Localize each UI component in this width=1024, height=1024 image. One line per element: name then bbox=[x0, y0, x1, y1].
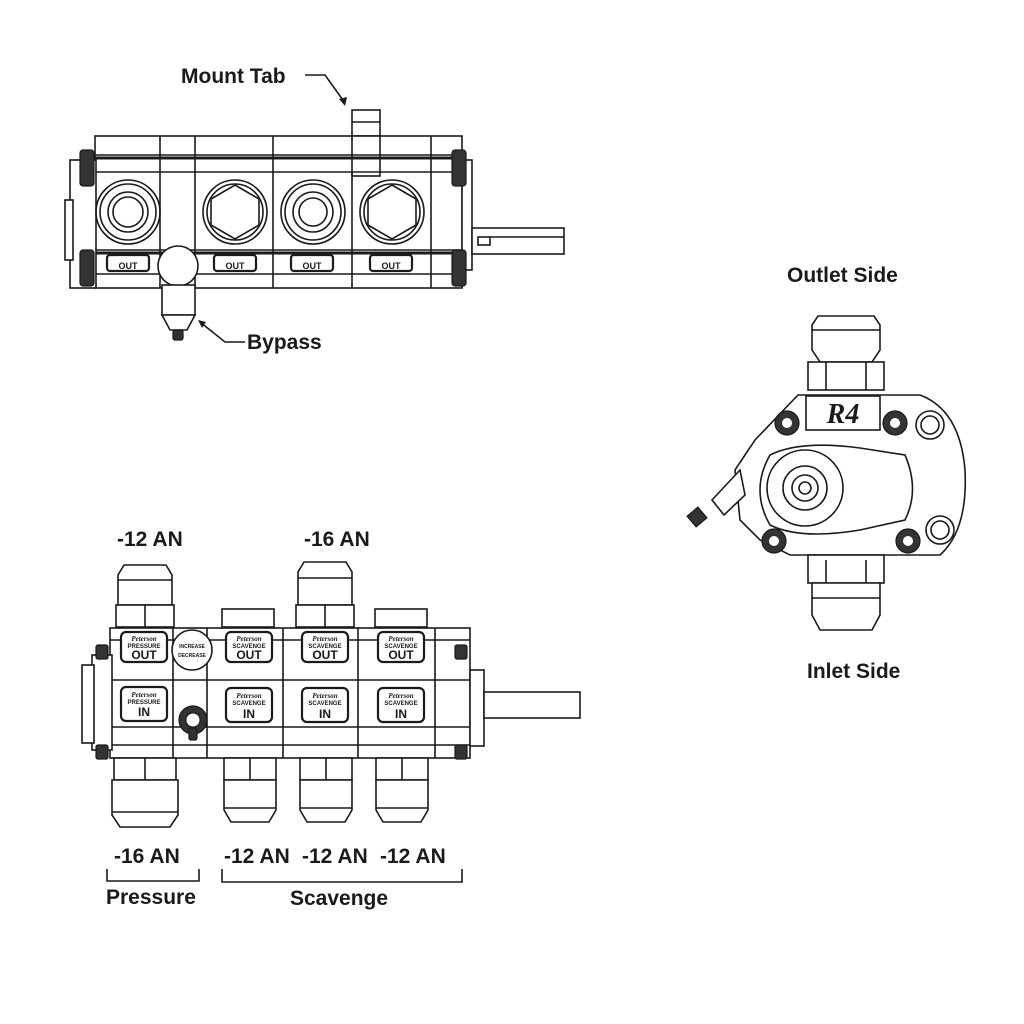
svg-text:SCAVENGE: SCAVENGE bbox=[384, 701, 417, 707]
bypass-increase-label: INCREASE bbox=[179, 644, 206, 650]
mount-tab-leader bbox=[305, 74, 346, 104]
bypass-dial[interactable] bbox=[171, 629, 213, 671]
svg-text:OUT: OUT bbox=[226, 261, 246, 271]
svg-text:Peterson: Peterson bbox=[312, 692, 337, 700]
inlet-fitting bbox=[807, 554, 885, 584]
svg-text:SCAVENGE: SCAVENGE bbox=[308, 701, 341, 707]
front-shaft bbox=[483, 691, 581, 719]
top-bypass-dial bbox=[157, 245, 199, 287]
fitting-pressure-in bbox=[111, 757, 179, 828]
in-tag-scavenge-1: Peterson SCAVENGE IN bbox=[224, 686, 274, 724]
svg-text:OUT: OUT bbox=[131, 648, 157, 662]
out-tag-scavenge-3: Peterson SCAVENGE OUT bbox=[376, 630, 426, 664]
size-label-pressure-in: -16 AN bbox=[114, 845, 180, 868]
in-tag-pressure: Peterson PRESSURE IN bbox=[119, 685, 169, 723]
svg-text:SCAVENGE: SCAVENGE bbox=[384, 644, 417, 650]
svg-text:PRESSURE: PRESSURE bbox=[127, 644, 160, 650]
svg-text:Peterson: Peterson bbox=[131, 691, 156, 699]
svg-text:OUT: OUT bbox=[236, 648, 262, 662]
svg-text:IN: IN bbox=[395, 707, 407, 721]
out-tag-scavenge-1: Peterson SCAVENGE OUT bbox=[224, 630, 274, 664]
front-view: -12 AN -16 AN bbox=[81, 528, 581, 910]
svg-text:Peterson: Peterson bbox=[388, 635, 413, 643]
top-bypass-body bbox=[161, 284, 196, 316]
svg-text:OUT: OUT bbox=[312, 648, 338, 662]
svg-text:Peterson: Peterson bbox=[388, 692, 413, 700]
fitting-scavenge-out-2 bbox=[295, 561, 355, 628]
top-port-2 bbox=[202, 179, 268, 245]
size-label-scavenge-out: -16 AN bbox=[304, 528, 370, 551]
fitting-scavenge-in-3 bbox=[375, 757, 429, 823]
svg-text:PRESSURE: PRESSURE bbox=[127, 700, 160, 706]
bypass-decrease-label: DECREASE bbox=[178, 653, 206, 659]
top-tag-2: OUT bbox=[212, 253, 258, 273]
size-label-scavenge-in-3: -12 AN bbox=[380, 845, 446, 868]
top-tag-1: OUT bbox=[105, 253, 151, 273]
svg-text:OUT: OUT bbox=[303, 261, 323, 271]
in-tag-scavenge-2: Peterson SCAVENGE IN bbox=[300, 686, 350, 724]
svg-text:IN: IN bbox=[138, 705, 150, 719]
top-port-3 bbox=[280, 179, 346, 245]
plug-scavenge-out-1 bbox=[221, 608, 275, 628]
bypass-label: Bypass bbox=[247, 331, 322, 354]
scavenge-group-label: Scavenge bbox=[290, 887, 388, 910]
r4-logo: R4 bbox=[826, 399, 860, 430]
svg-text:Peterson: Peterson bbox=[236, 635, 261, 643]
r4-badge bbox=[805, 395, 881, 431]
svg-text:IN: IN bbox=[243, 707, 255, 721]
pressure-bracket bbox=[106, 869, 200, 882]
out-tag-scavenge-2: Peterson SCAVENGE OUT bbox=[300, 630, 350, 664]
svg-text:SCAVENGE: SCAVENGE bbox=[232, 644, 265, 650]
in-tag-scavenge-3: Peterson SCAVENGE IN bbox=[376, 686, 426, 724]
out-tag-pressure: Peterson PRESSURE OUT bbox=[119, 630, 169, 664]
top-tag-4: OUT bbox=[368, 253, 414, 273]
svg-text:Peterson: Peterson bbox=[312, 635, 337, 643]
side-bypass bbox=[710, 468, 746, 517]
outlet-side-label: Outlet Side bbox=[787, 264, 898, 287]
size-label-scavenge-in-1: -12 AN bbox=[224, 845, 290, 868]
fitting-scavenge-in-1 bbox=[223, 757, 277, 823]
top-tag-3: OUT bbox=[289, 253, 335, 273]
side-view: Outlet Side R4 Inlet Side bbox=[686, 264, 967, 683]
top-shaft bbox=[471, 227, 565, 255]
svg-text:SCAVENGE: SCAVENGE bbox=[232, 701, 265, 707]
mount-tab-label: Mount Tab bbox=[181, 65, 286, 88]
svg-text:IN: IN bbox=[319, 707, 331, 721]
top-port-4 bbox=[359, 179, 425, 245]
fitting-scavenge-in-2 bbox=[299, 757, 353, 823]
svg-text:OUT: OUT bbox=[388, 648, 414, 662]
top-port-1 bbox=[95, 179, 161, 245]
svg-text:Peterson: Peterson bbox=[236, 692, 261, 700]
outlet-fitting bbox=[811, 315, 881, 363]
top-view: Mount Tab bbox=[64, 65, 565, 354]
side-bolts bbox=[761, 410, 921, 554]
fitting-pressure-out bbox=[115, 564, 175, 628]
svg-text:OUT: OUT bbox=[382, 261, 402, 271]
inlet-side-label: Inlet Side bbox=[807, 660, 900, 683]
pressure-group-label: Pressure bbox=[106, 886, 196, 909]
bypass-arrow-icon bbox=[198, 320, 206, 328]
plug-scavenge-out-3 bbox=[374, 608, 428, 628]
mount-tab-arrow-icon bbox=[339, 97, 347, 106]
svg-text:OUT: OUT bbox=[119, 261, 139, 271]
size-label-scavenge-in-2: -12 AN bbox=[302, 845, 368, 868]
scavenge-bracket bbox=[221, 869, 463, 883]
svg-text:SCAVENGE: SCAVENGE bbox=[308, 644, 341, 650]
size-label-pressure-out: -12 AN bbox=[117, 528, 183, 551]
svg-text:Peterson: Peterson bbox=[131, 635, 156, 643]
